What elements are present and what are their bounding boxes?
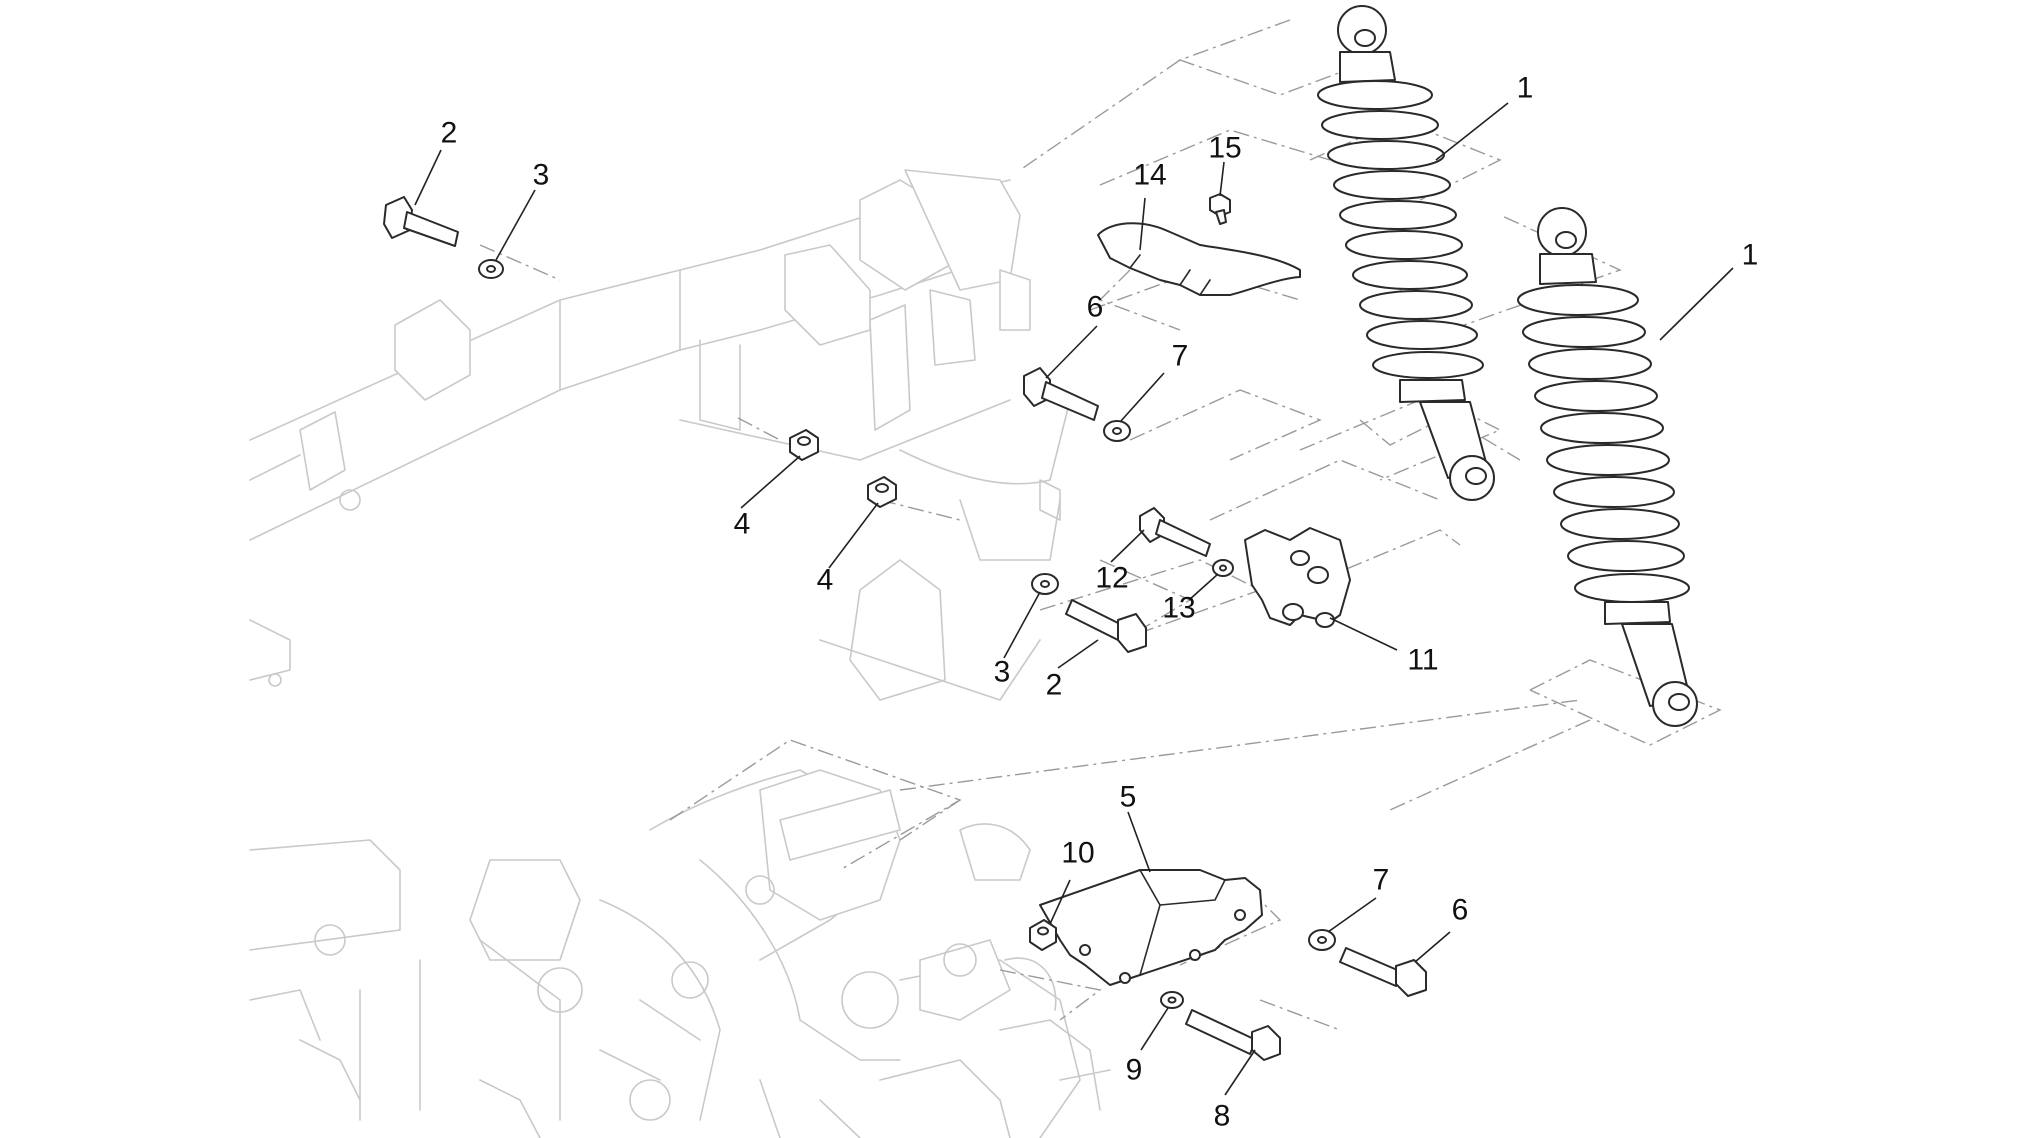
callout-15: 15 — [1208, 132, 1241, 165]
spring-coils-left — [1317, 80, 1484, 379]
chassis-frame — [249, 169, 1071, 701]
bolt-part-6-lower — [1339, 947, 1427, 997]
callout-12: 12 — [1095, 562, 1128, 595]
callout-14: 14 — [1133, 159, 1166, 192]
bracket-part-5 — [1039, 869, 1263, 986]
callout-10: 10 — [1061, 837, 1094, 870]
callout-2-upper: 2 — [441, 117, 458, 150]
callout-1-right: 1 — [1742, 239, 1759, 272]
washer-part-7-upper — [1103, 420, 1131, 442]
washer-part-9 — [1160, 991, 1184, 1009]
callout-11: 11 — [1407, 644, 1438, 677]
bolt-part-8 — [1185, 1009, 1281, 1061]
callout-labels: 1 1 2 2 3 3 4 4 5 6 6 7 7 8 9 10 11 12 1… — [441, 72, 1759, 1133]
shock-absorber-part-1-left — [1317, 5, 1495, 501]
callout-3-lower: 3 — [994, 656, 1011, 689]
spring-coils-right — [1517, 284, 1690, 603]
nut-part-4-a — [789, 429, 819, 461]
washer-part-7-lower — [1308, 929, 1336, 951]
callout-1-upper: 1 — [1517, 72, 1534, 105]
washer-part-3-lower — [1031, 573, 1059, 595]
shock-absorber-part-1-right — [1517, 207, 1698, 727]
callout-6-lower: 6 — [1452, 894, 1469, 927]
cover-part-14 — [1097, 222, 1301, 296]
callout-7-upper: 7 — [1172, 340, 1189, 373]
callout-3-upper: 3 — [533, 159, 550, 192]
bolt-part-2-lower — [1065, 599, 1147, 653]
bolt-part-12 — [1139, 507, 1211, 557]
screw-part-15 — [1209, 193, 1231, 225]
nut-part-10 — [1029, 919, 1057, 951]
engine-assembly — [249, 769, 1111, 1138]
callout-5: 5 — [1120, 781, 1137, 814]
callout-2-lower: 2 — [1046, 669, 1063, 702]
bracket-part-11 — [1244, 527, 1351, 628]
washer-part-3-upper — [478, 259, 504, 279]
bolt-part-6-upper — [1023, 367, 1099, 421]
nut-part-4-b — [867, 476, 897, 508]
callout-leaders — [414, 102, 1734, 1096]
callout-9: 9 — [1126, 1054, 1143, 1087]
callout-4-left: 4 — [734, 508, 751, 541]
callout-6-upper: 6 — [1087, 291, 1104, 324]
callout-4-right: 4 — [817, 564, 834, 597]
washer-part-13 — [1212, 559, 1234, 577]
assembly-guide-lines — [479, 19, 1722, 1031]
bolt-part-2-upper — [383, 196, 459, 247]
callout-8: 8 — [1214, 1100, 1231, 1133]
callout-13: 13 — [1162, 592, 1195, 625]
callout-7-lower: 7 — [1373, 864, 1390, 897]
